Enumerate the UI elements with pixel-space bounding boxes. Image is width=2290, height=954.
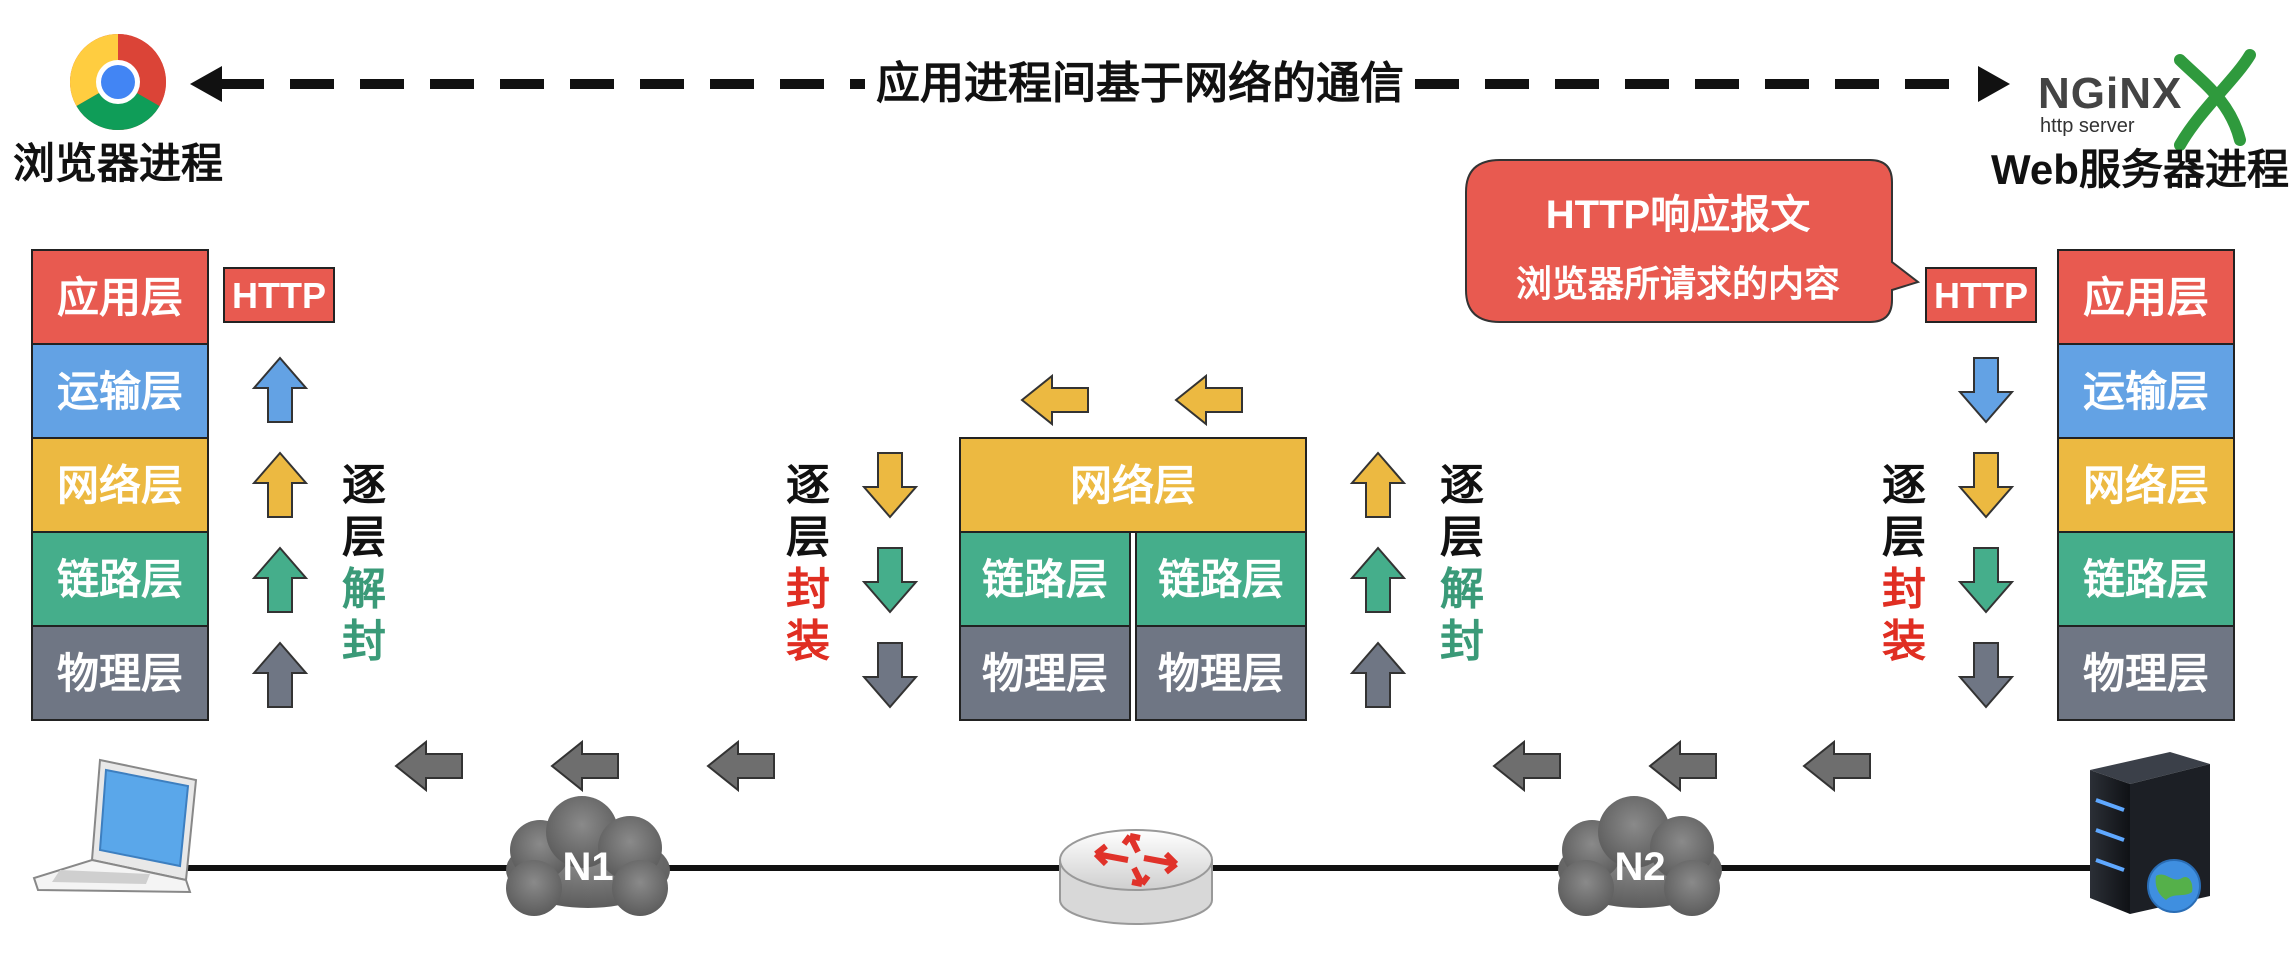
router-physical-layer-right: 物理层 bbox=[1158, 650, 1284, 697]
router-decap-char-4: 封 bbox=[1440, 617, 1484, 666]
router-decap-text: 逐 层 解 封 bbox=[1440, 461, 1484, 666]
right-encap-char-4: 装 bbox=[1882, 617, 1926, 666]
right-protocol-stack: 应用层 运输层 网络层 链路层 物理层 bbox=[2057, 249, 2235, 721]
right-http-tag: HTTP bbox=[1925, 267, 2037, 323]
communication-arrow bbox=[190, 66, 2010, 102]
right-link-layer: 链路层 bbox=[2083, 556, 2209, 603]
right-encap-char-2: 层 bbox=[1882, 513, 1926, 562]
left-decap-text: 逐 层 解 封 bbox=[342, 461, 386, 666]
left-http-label: HTTP bbox=[232, 275, 326, 316]
router-decap-char-3: 解 bbox=[1440, 565, 1484, 614]
network-n1-label: N1 bbox=[562, 845, 613, 889]
decap-char-4: 封 bbox=[342, 617, 386, 666]
left-link-layer: 链路层 bbox=[57, 556, 183, 603]
nginx-name: NGiNX bbox=[2038, 69, 2182, 118]
chrome-icon bbox=[69, 33, 167, 131]
router-decap-arrows bbox=[1351, 452, 1405, 708]
left-protocol-stack: 应用层 运输层 网络层 链路层 物理层 bbox=[31, 249, 209, 721]
left-http-tag: HTTP bbox=[223, 267, 335, 323]
laptop-icon bbox=[32, 758, 198, 894]
diagram-title: 应用进程间基于网络的通信 bbox=[876, 58, 1404, 108]
left-network-layer: 网络层 bbox=[57, 462, 183, 509]
router-link-layer-left: 链路层 bbox=[982, 556, 1108, 603]
right-encap-arrows bbox=[1959, 357, 2013, 708]
bottom-left-flow-arrows bbox=[395, 741, 775, 791]
cloud-icon-n2: N2 bbox=[1558, 796, 1722, 916]
server-process-label: Web服务器进程 bbox=[1991, 146, 2289, 193]
decap-char-2: 层 bbox=[342, 513, 386, 562]
left-physical-layer: 物理层 bbox=[57, 650, 183, 697]
response-callout: HTTP响应报文 浏览器所请求的内容 bbox=[1465, 159, 1921, 323]
router-link-layer-right: 链路层 bbox=[1158, 556, 1284, 603]
server-icon bbox=[2090, 752, 2210, 914]
encap-char-2: 层 bbox=[786, 513, 830, 562]
callout-subtitle: 浏览器所请求的内容 bbox=[1516, 263, 1840, 304]
right-transport-layer: 运输层 bbox=[2083, 368, 2209, 415]
nginx-subtitle: http server bbox=[2040, 115, 2135, 137]
cloud-icon-n1: N1 bbox=[506, 796, 670, 916]
right-physical-layer: 物理层 bbox=[2083, 650, 2209, 697]
right-http-label: HTTP bbox=[1934, 275, 2028, 316]
router-decap-char-1: 逐 bbox=[1440, 461, 1484, 510]
encap-char-3: 封 bbox=[786, 565, 830, 614]
router-network-layer: 网络层 bbox=[1070, 462, 1196, 509]
right-encap-char-3: 封 bbox=[1882, 565, 1926, 614]
left-decap-arrows bbox=[253, 357, 307, 708]
router-encap-arrows bbox=[863, 452, 917, 708]
network-n2-label: N2 bbox=[1614, 845, 1665, 889]
router-icon bbox=[1059, 829, 1213, 925]
router-protocol-stack: 网络层 链路层 链路层 物理层 物理层 bbox=[959, 437, 1307, 721]
right-encap-char-1: 逐 bbox=[1882, 461, 1926, 510]
nginx-logo: NGiNX http server bbox=[2038, 49, 2256, 151]
encap-char-4: 装 bbox=[786, 617, 830, 666]
browser-process-label: 浏览器进程 bbox=[13, 140, 223, 187]
router-forward-arrows bbox=[1021, 375, 1243, 425]
router-physical-layer-left: 物理层 bbox=[982, 650, 1108, 697]
right-application-layer: 应用层 bbox=[2083, 274, 2209, 321]
decap-char-3: 解 bbox=[342, 565, 386, 614]
router-decap-char-2: 层 bbox=[1440, 513, 1484, 562]
left-transport-layer: 运输层 bbox=[57, 368, 183, 415]
callout-title: HTTP响应报文 bbox=[1546, 193, 1810, 237]
router-encap-text: 逐 层 封 装 bbox=[786, 461, 830, 666]
right-network-layer: 网络层 bbox=[2083, 462, 2209, 509]
left-application-layer: 应用层 bbox=[57, 274, 183, 321]
encap-char-1: 逐 bbox=[786, 461, 830, 510]
decap-char-1: 逐 bbox=[342, 461, 386, 510]
right-encap-text: 逐 层 封 装 bbox=[1882, 461, 1926, 666]
bottom-right-flow-arrows bbox=[1493, 741, 1871, 791]
